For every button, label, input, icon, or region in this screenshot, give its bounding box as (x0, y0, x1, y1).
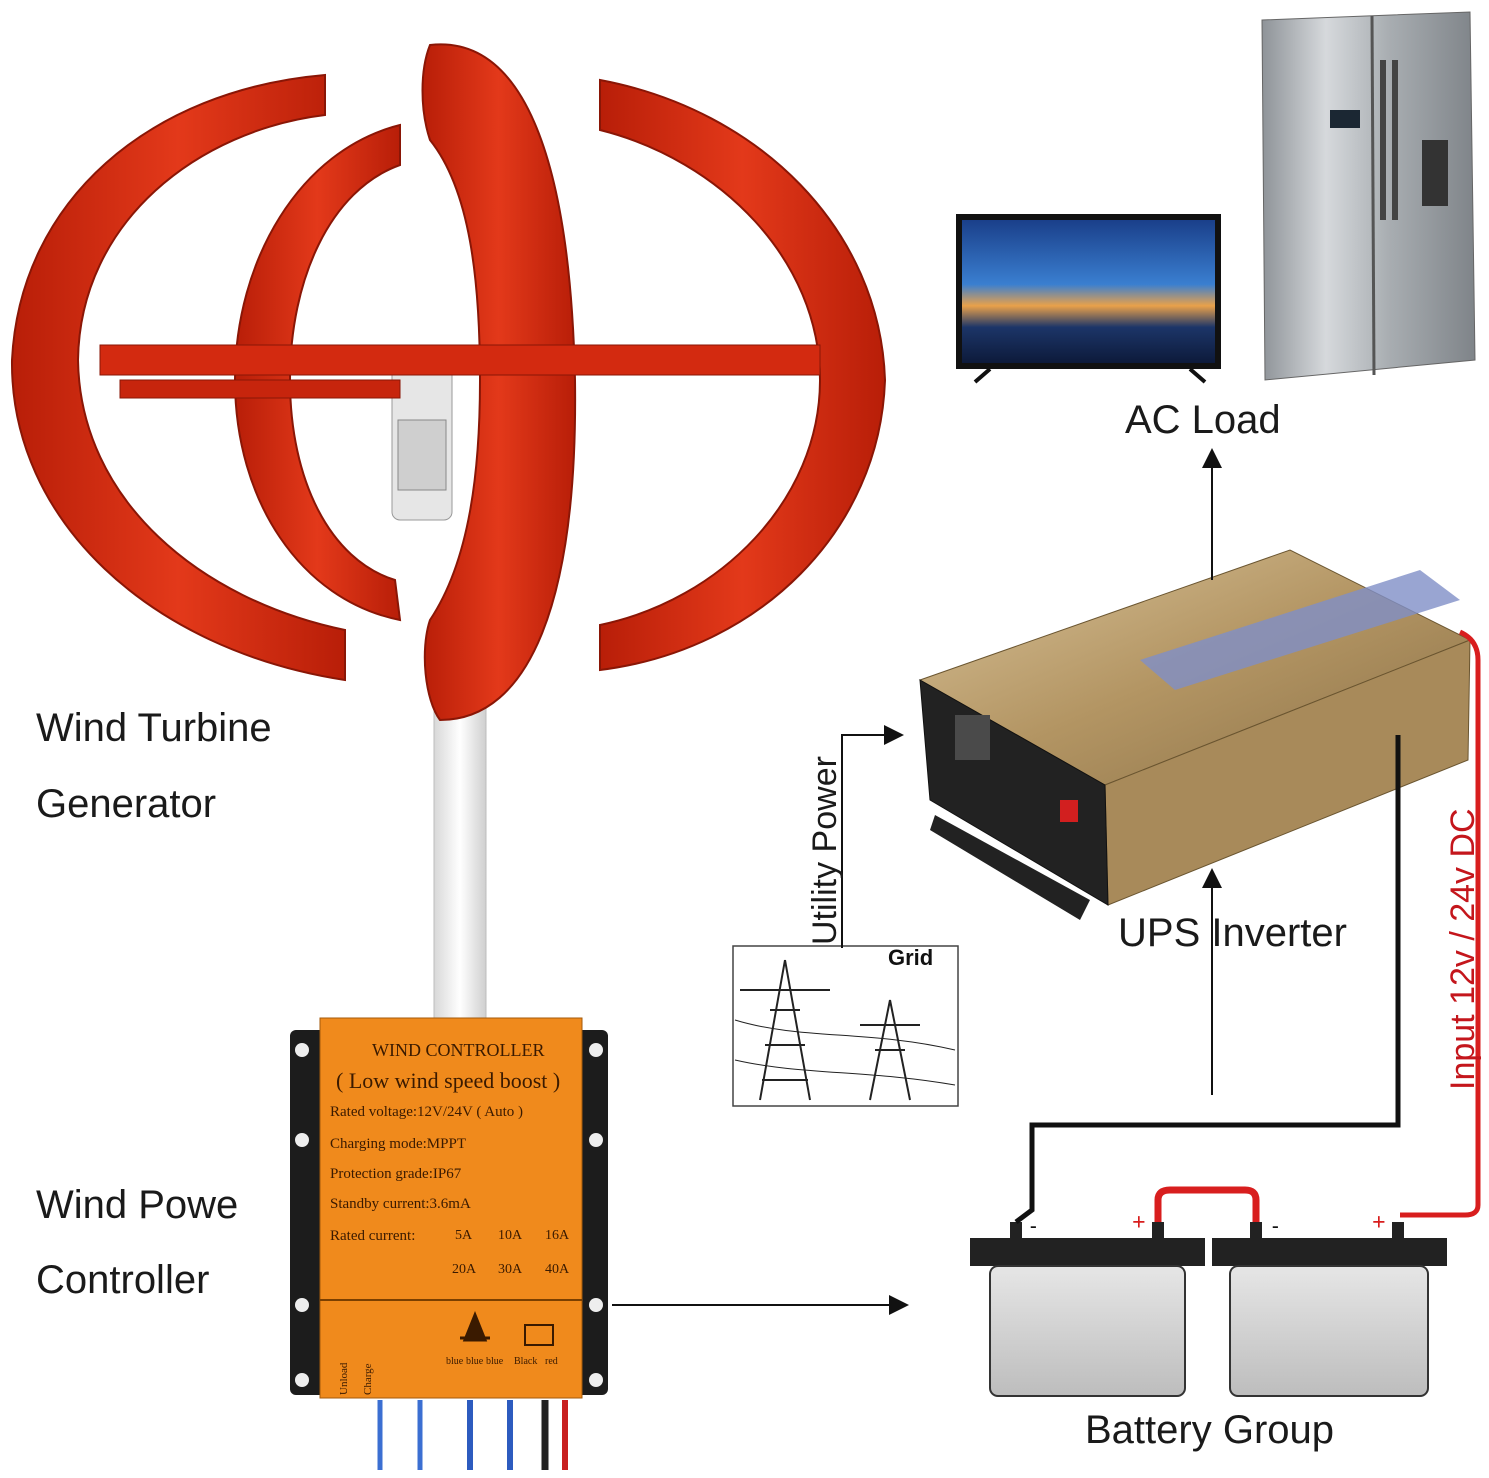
input-dc-label: Input 12v / 24v DC (1444, 808, 1482, 1090)
current-option: 30A (498, 1262, 523, 1277)
pylon-icon-small (860, 999, 920, 1101)
controller-subtitle: ( Low wind speed boost ) (336, 1068, 561, 1093)
connections (612, 448, 1481, 1315)
red-wire (1400, 629, 1481, 1218)
controller-rated-current: Rated current: (330, 1228, 416, 1244)
pylon-icon (740, 959, 830, 1101)
utility-power-label: Utility Power (806, 756, 844, 945)
ups-inverter-label: UPS Inverter (1118, 911, 1347, 955)
side-label: Unload (338, 1362, 350, 1395)
turbine-blade-inner-left (233, 123, 402, 622)
arrow-utility-power (841, 725, 904, 948)
ac-load-label: AC Load (1125, 398, 1281, 442)
battery-jumper (1154, 1186, 1260, 1222)
controller-label-line1: Wind Powe (36, 1183, 239, 1227)
controller-face (319, 1017, 583, 1399)
grid-panel (732, 945, 959, 1107)
terminal-label: Black (514, 1356, 538, 1367)
ups-inverter (918, 549, 1472, 920)
current-option: 5A (455, 1228, 473, 1243)
controller-title: WIND CONTROLLER (372, 1040, 545, 1060)
controller-rated-voltage: Rated voltage:12V/24V ( Auto ) (330, 1104, 524, 1120)
turbine-label-line1: Wind Turbine (36, 706, 272, 750)
controller-label-line2: Controller (36, 1258, 210, 1302)
turbine-spoke-lower (119, 379, 401, 399)
battery-group-label: Battery Group (1085, 1408, 1335, 1452)
battery-terminal-sign: - (1272, 1215, 1279, 1237)
terminal-label: blue (486, 1356, 504, 1367)
wind-turbine (10, 43, 887, 1041)
controller-standby: Standby current:3.6mA (330, 1196, 471, 1212)
turbine-spoke-upper (99, 344, 821, 376)
terminal-label: blue (446, 1356, 464, 1367)
current-option: 16A (545, 1228, 570, 1243)
refrigerator (1261, 11, 1476, 381)
terminal-label: red (545, 1356, 558, 1367)
tv (956, 214, 1221, 384)
turbine-pole (433, 689, 487, 1041)
battery-terminal-sign: + (1132, 1210, 1146, 1236)
battery-1 (989, 1265, 1186, 1397)
turbine-blade-right (599, 78, 887, 672)
battery-2 (1229, 1265, 1429, 1397)
wind-controller (290, 1017, 608, 1470)
current-option: 20A (452, 1262, 477, 1277)
tv-screen (962, 220, 1215, 363)
current-option: 10A (498, 1228, 523, 1243)
terminal-label: blue (466, 1356, 484, 1367)
grid-label: Grid (888, 945, 934, 970)
battery-terminal-sign: - (1030, 1215, 1037, 1237)
battery-terminal-sign: + (1372, 1210, 1386, 1236)
turbine-label-line2: Generator (36, 782, 217, 826)
controller-charging-mode: Charging mode:MPPT (330, 1136, 466, 1152)
turbine-blade-center (421, 43, 577, 722)
controller-protection: Protection grade:IP67 (330, 1166, 462, 1182)
black-wire (1014, 735, 1401, 1224)
turbine-blade-left (10, 73, 346, 682)
current-option: 40A (545, 1262, 570, 1277)
side-label: Charge (362, 1363, 374, 1395)
battery-group (970, 1222, 1447, 1397)
